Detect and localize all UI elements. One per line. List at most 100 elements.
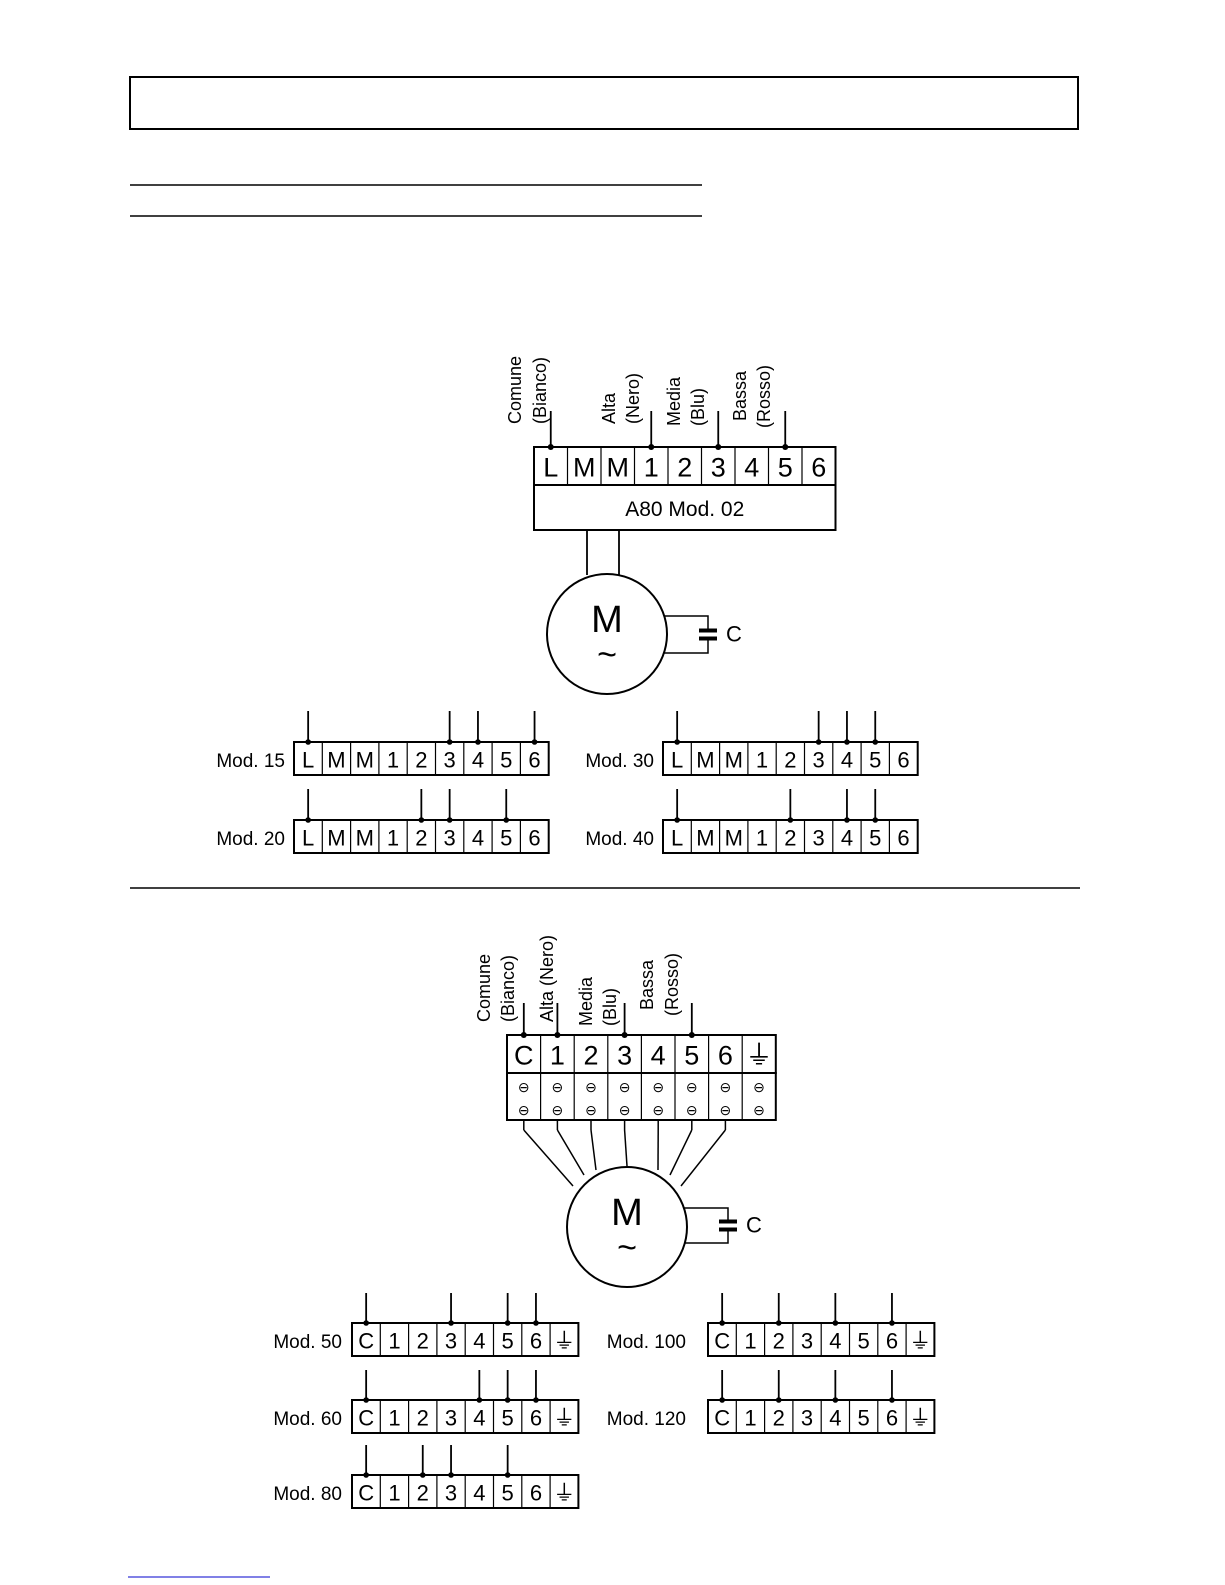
- top-model-1-wire-dot-2: [446, 739, 453, 745]
- bottom-wire-label-3-line1: Media: [576, 976, 596, 1026]
- top-model-3-strip-terminal-5: 2: [784, 748, 796, 773]
- bottom-strip-terminal-3: 2: [583, 1041, 598, 1071]
- bottom-model-1-strip-terminal-8: ⏚: [553, 1329, 575, 1354]
- top-strip-terminal-4: 1: [644, 453, 659, 483]
- bottom-strip-terminal-4: 3: [617, 1041, 632, 1071]
- top-model-4-wire-dot-3: [844, 817, 850, 823]
- bottom-model-label-1: Mod. 50: [273, 1332, 342, 1353]
- bottom-screw-lower-2: ⊖: [552, 1102, 564, 1118]
- bottom-model-5-wire-dot-3: [832, 1397, 839, 1403]
- bottom-model-4-strip-terminal-5: 4: [829, 1329, 841, 1354]
- bottom-model-1-wire-dot-3: [504, 1320, 511, 1326]
- top-wire-label-4-line2: (Rosso): [754, 365, 774, 428]
- bottom-model-label-3: Mod. 80: [273, 1484, 342, 1505]
- bottom-wire-dot-3: [621, 1032, 628, 1038]
- bottom-screw-upper-1: ⊖: [518, 1079, 530, 1095]
- top-motor-symbol: ~: [597, 636, 617, 674]
- bottom-screw-upper-6: ⊖: [686, 1079, 698, 1095]
- bottom-model-1-strip-terminal-3: 2: [417, 1329, 429, 1354]
- bottom-model-2-wire-dot-2: [476, 1397, 483, 1403]
- bottom-screw-lower-6: ⊖: [686, 1102, 698, 1118]
- top-model-3-strip-terminal-2: M: [696, 748, 714, 773]
- bottom-screw-upper-8: ⊖: [753, 1079, 765, 1095]
- top-strip-terminal-1: L: [543, 453, 558, 483]
- bottom-screw-lower-5: ⊖: [652, 1102, 664, 1118]
- top-model-label-1: Mod. 15: [216, 751, 285, 772]
- top-model-1-wire-dot-1: [305, 739, 311, 745]
- top-wire-label-1-line2: (Bianco): [530, 357, 550, 424]
- top-wire-label-2-line2: (Nero): [623, 373, 643, 424]
- top-model-4-strip-terminal-9: 6: [897, 826, 909, 851]
- bottom-motor-circle: [566, 1166, 688, 1288]
- top-strip-terminal-3: M: [607, 453, 630, 483]
- bottom-model-3-strip-terminal-3: 2: [417, 1481, 429, 1506]
- bottom-model-4-strip-terminal-7: 6: [886, 1329, 898, 1354]
- top-model-3-wire-dot-3: [844, 739, 850, 745]
- top-model-2-strip-terminal-5: 2: [415, 826, 427, 851]
- top-motor-label: M: [591, 599, 623, 641]
- bottom-model-2-strip-terminal-7: 6: [530, 1406, 542, 1431]
- top-strip-terminal-5: 2: [677, 453, 692, 483]
- top-model-2-wire-dot-2: [418, 817, 425, 823]
- top-model-1-strip-terminal-2: M: [327, 748, 345, 773]
- bottom-motor-wire-4: [623, 1129, 628, 1167]
- top-wire-dot-3: [715, 444, 722, 450]
- bottom-model-2-strip-terminal-4: 3: [445, 1406, 457, 1431]
- bottom-model-5-strip-terminal-4: 3: [801, 1406, 813, 1431]
- top-model-3-strip-terminal-6: 3: [813, 748, 825, 773]
- top-model-label-4: Mod. 40: [585, 829, 654, 850]
- bottom-model-4-strip-terminal-8: ⏚: [909, 1329, 931, 1354]
- bottom-model-4-strip-terminal-3: 2: [773, 1329, 785, 1354]
- top-wire-dot-2: [648, 444, 655, 450]
- bottom-model-3-wire-dot-3: [448, 1472, 454, 1478]
- top-model-label-3: Mod. 30: [585, 751, 654, 772]
- top-model-2-strip-terminal-3: M: [356, 826, 374, 851]
- bottom-screw-upper-7: ⊖: [720, 1079, 732, 1095]
- top-wire-dot-4: [782, 444, 789, 450]
- top-strip-terminal-7: 4: [744, 453, 759, 483]
- bottom-model-3-strip-terminal-2: 1: [388, 1481, 400, 1506]
- top-model-1-strip-frame: [293, 741, 550, 776]
- top-model-1-strip-terminal-4: 1: [387, 748, 399, 773]
- bottom-model-5-wire-dot-4: [889, 1397, 895, 1403]
- top-model-1-strip-terminal-9: 6: [528, 748, 540, 773]
- bottom-model-4-wire-dot-3: [832, 1320, 839, 1326]
- top-wire-dot-1: [547, 444, 554, 450]
- bottom-model-5-wire-dot-2: [775, 1397, 782, 1403]
- bottom-model-3-wire-dot-2: [419, 1472, 426, 1478]
- bottom-model-1-strip-terminal-1: C: [358, 1329, 374, 1354]
- top-model-4-strip-terminal-1: L: [671, 826, 683, 851]
- top-model-4-wire-dot-4: [872, 817, 879, 823]
- bottom-strip-terminal-6: 5: [684, 1041, 699, 1071]
- bottom-screw-upper-4: ⊖: [619, 1079, 631, 1095]
- top-model-4-strip-terminal-8: 5: [869, 826, 881, 851]
- top-model-3-strip-terminal-1: L: [671, 748, 683, 773]
- top-model-1-strip-terminal-5: 2: [415, 748, 427, 773]
- bottom-model-4-strip-terminal-6: 5: [858, 1329, 870, 1354]
- bottom-model-3-wire-dot-1: [363, 1472, 369, 1478]
- bottom-model-1-strip-terminal-6: 5: [502, 1329, 514, 1354]
- bottom-wire-dot-4: [688, 1032, 695, 1038]
- bottom-model-5-strip-terminal-8: ⏚: [909, 1406, 931, 1431]
- bottom-screw-lower-3: ⊖: [585, 1102, 597, 1118]
- bottom-motor-symbol: ~: [617, 1229, 637, 1267]
- bottom-model-5-strip-terminal-5: 4: [829, 1406, 841, 1431]
- top-wire-label-3-line1: Media: [664, 376, 684, 426]
- top-wire-label-4-line1: Bassa: [730, 370, 750, 421]
- top-model-4-strip-terminal-4: 1: [756, 826, 768, 851]
- bottom-capacitor-label: C: [746, 1213, 762, 1238]
- top-cap-lead-bottom: [664, 639, 709, 654]
- bottom-model-2-strip-terminal-6: 5: [502, 1406, 514, 1431]
- bottom-model-4-wire-dot-4: [889, 1320, 895, 1326]
- top-model-4-strip-terminal-5: 2: [784, 826, 796, 851]
- top-model-4-wire-dot-2: [787, 817, 794, 823]
- bottom-wire-label-4-line2: (Rosso): [662, 953, 682, 1016]
- bottom-model-label-5: Mod. 120: [607, 1409, 686, 1430]
- bottom-model-2-wire-dot-3: [504, 1397, 511, 1403]
- top-model-2-wire-dot-3: [446, 817, 453, 823]
- top-model-2-strip-terminal-2: M: [327, 826, 345, 851]
